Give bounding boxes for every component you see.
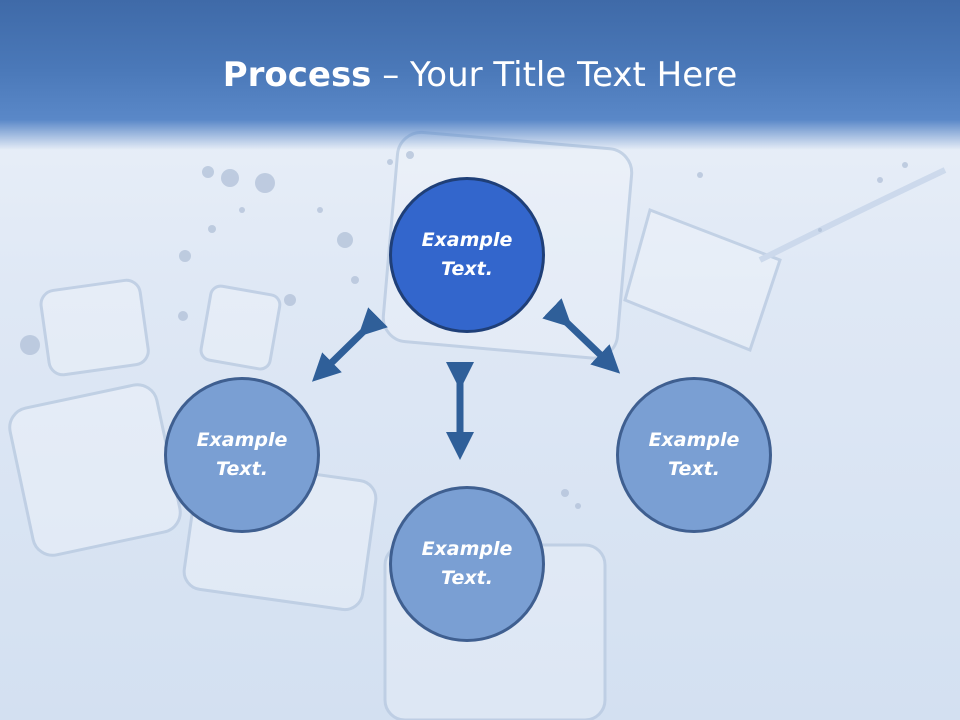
node-left-text: Example Text. [196, 429, 288, 480]
double-arrow-icon [542, 298, 621, 374]
node-right-text: Example Text. [648, 429, 740, 480]
title-bar [0, 0, 960, 150]
process-node-right: Example Text. [616, 377, 772, 533]
node-bottom-text: Example Text. [421, 538, 513, 589]
process-node-top: Example Text. [389, 177, 545, 333]
title-rest: – Your Title Text Here [371, 55, 738, 95]
node-top-text: Example Text. [421, 229, 513, 280]
process-node-left: Example Text. [164, 377, 320, 533]
slide-title: Process – Your Title Text Here [0, 52, 960, 98]
double-arrow-icon [311, 307, 388, 382]
process-node-bottom: Example Text. [389, 486, 545, 642]
title-bold: Process [222, 55, 372, 95]
